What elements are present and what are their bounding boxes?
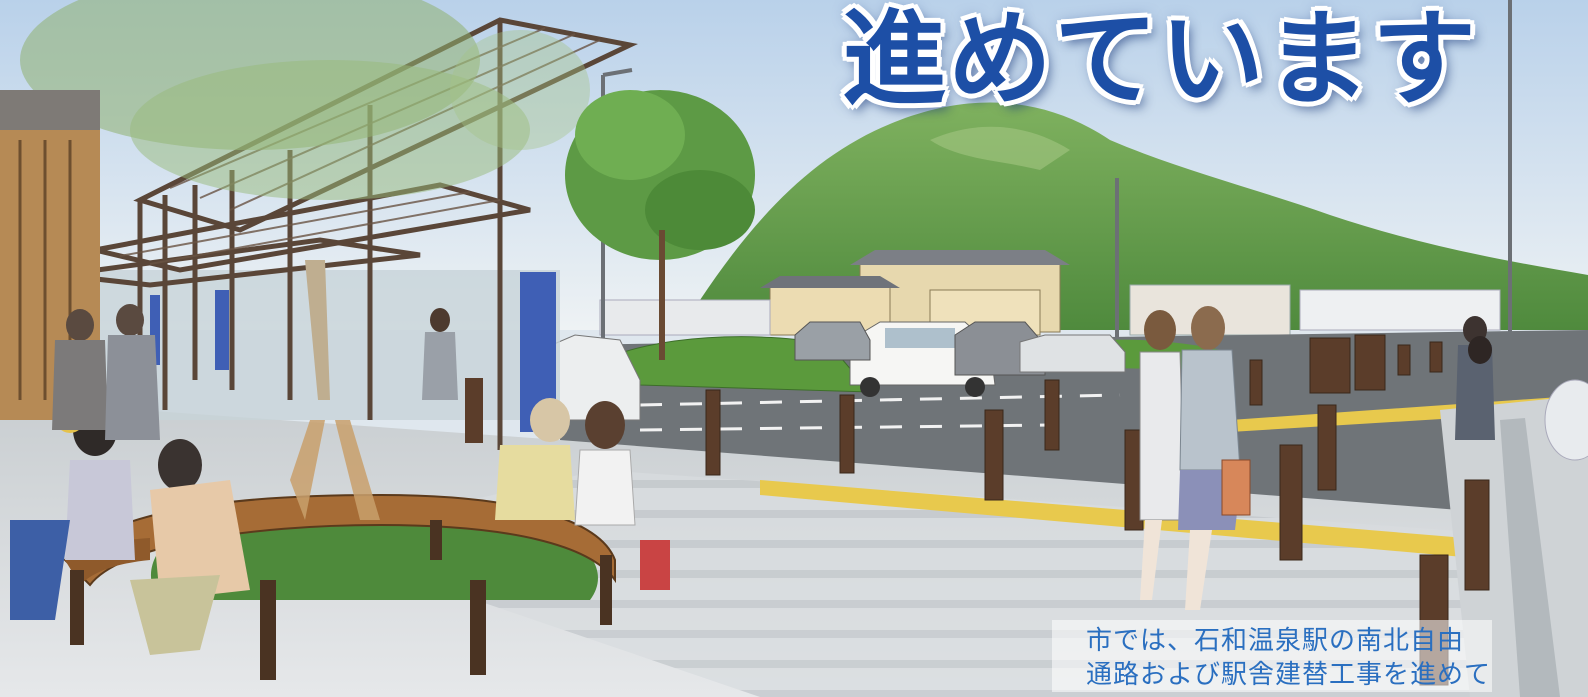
- shade-tree: [20, 0, 590, 400]
- median-tree: [565, 90, 755, 360]
- pedestrians: [10, 304, 1495, 655]
- caption-box: 市では、石和温泉駅の南北自由 通路および駅舎建替工事を進めて: [1052, 620, 1492, 692]
- cars: [539, 321, 1126, 421]
- caption-line-2: 通路および駅舎建替工事を進めて: [1086, 660, 1492, 690]
- headline-text: 進めています: [841, 0, 1478, 120]
- tactile-strip: [760, 480, 1588, 568]
- bollards: [705, 334, 1490, 686]
- caption-line-1: 市では、石和温泉駅の南北自由: [1086, 626, 1465, 656]
